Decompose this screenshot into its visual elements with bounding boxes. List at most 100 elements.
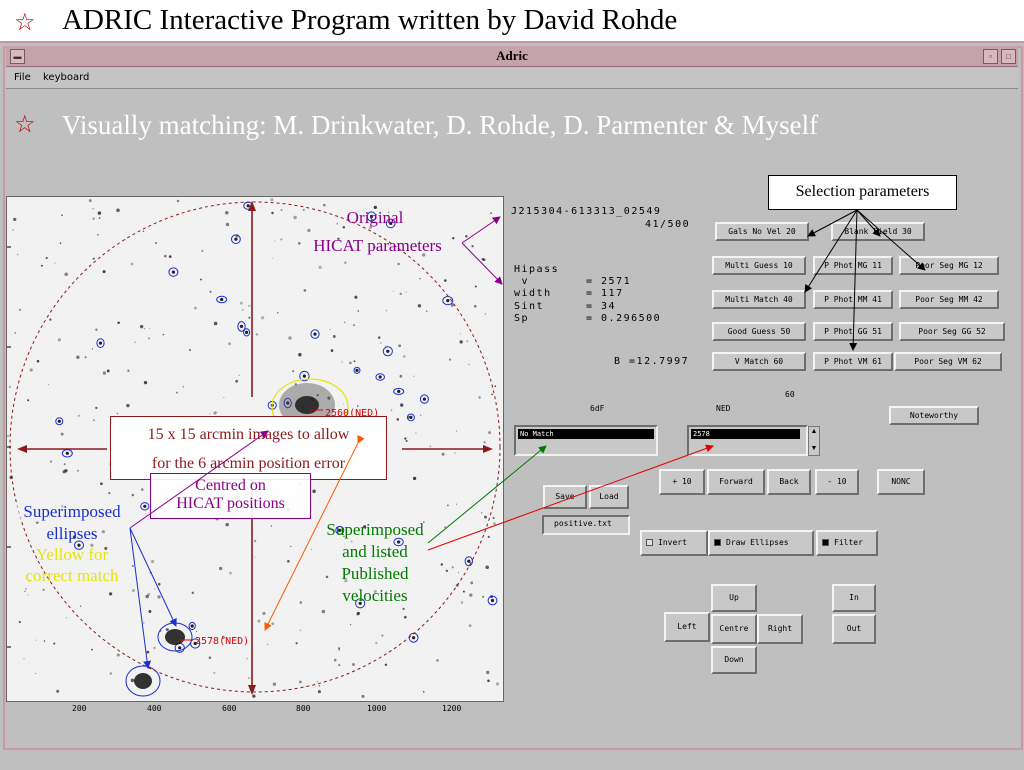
star-dot bbox=[459, 333, 461, 335]
poor-seg-mm-42-button[interactable]: Poor Seg MM 42 bbox=[899, 290, 999, 309]
star-dot bbox=[59, 242, 62, 245]
star-dot bbox=[417, 304, 422, 308]
plus-10-button[interactable]: + 10 bbox=[659, 469, 705, 495]
star-dot bbox=[429, 445, 432, 448]
centre-button[interactable]: Centre bbox=[711, 614, 757, 644]
p-phot-vm-61-button[interactable]: P Phot VM 61 bbox=[813, 352, 893, 371]
star-dot bbox=[419, 414, 422, 417]
star-dot bbox=[209, 290, 212, 293]
star-dot bbox=[342, 226, 346, 229]
filename-field[interactable]: positive.txt bbox=[542, 515, 630, 535]
scroll-up-icon[interactable]: ▲ bbox=[810, 428, 818, 435]
p-phot-mg-11-button[interactable]: P Phot MG 11 bbox=[813, 256, 893, 275]
good-guess-50-button[interactable]: Good Guess 50 bbox=[712, 322, 806, 341]
blank-field-30-button[interactable]: Blank Field 30 bbox=[831, 222, 925, 241]
save-button[interactable]: Save bbox=[543, 485, 587, 509]
star-dot bbox=[423, 521, 425, 523]
poor-seg-mg-12-button[interactable]: Poor Seg MG 12 bbox=[899, 256, 999, 275]
star-dot bbox=[155, 242, 158, 244]
star-dot bbox=[76, 355, 80, 359]
draw-ellipses-toggle[interactable]: Draw Ellipses bbox=[708, 530, 814, 556]
scroll-down-icon[interactable]: ▼ bbox=[810, 445, 818, 452]
v-match-60-button[interactable]: V Match 60 bbox=[712, 352, 806, 371]
star-dot bbox=[349, 361, 352, 365]
noteworthy-button[interactable]: Noteworthy bbox=[889, 406, 979, 425]
star-dot bbox=[79, 605, 82, 607]
p-phot-gg-51-button[interactable]: P Phot GG 51 bbox=[813, 322, 893, 341]
star-dot bbox=[399, 292, 403, 296]
invert-toggle[interactable]: Invert bbox=[640, 530, 708, 556]
ned-list[interactable]: 2578 bbox=[687, 425, 808, 456]
poor-seg-vm-62-button[interactable]: Poor Seg VM 62 bbox=[894, 352, 1002, 371]
sixdf-selected-item[interactable]: No Match bbox=[518, 429, 654, 439]
star-dot bbox=[49, 318, 52, 321]
catalog-source bbox=[234, 237, 238, 241]
pan-down-button[interactable]: Down bbox=[711, 646, 757, 674]
star-dot bbox=[448, 358, 452, 361]
source-ellipse bbox=[310, 329, 320, 339]
filter-toggle[interactable]: Filter bbox=[816, 530, 878, 556]
back-button[interactable]: Back bbox=[767, 469, 811, 495]
star-dot bbox=[385, 345, 387, 347]
star-dot bbox=[146, 650, 150, 654]
minus-10-button[interactable]: - 10 bbox=[815, 469, 859, 495]
menu-keyboard[interactable]: keyboard bbox=[43, 72, 90, 83]
star-dot bbox=[191, 591, 195, 595]
poor-seg-gg-52-button[interactable]: Poor Seg GG 52 bbox=[899, 322, 1005, 341]
star-dot bbox=[35, 672, 37, 674]
load-button[interactable]: Load bbox=[589, 485, 629, 509]
star-dot bbox=[318, 265, 322, 269]
nonc-button[interactable]: NONC bbox=[877, 469, 925, 495]
star-dot bbox=[131, 493, 135, 497]
maximize-icon[interactable]: □ bbox=[1001, 49, 1016, 64]
invert-checkbox-icon[interactable] bbox=[646, 539, 653, 546]
star-dot bbox=[213, 321, 218, 326]
star-dot bbox=[474, 285, 477, 288]
window-menu-icon[interactable]: ▬ bbox=[10, 49, 25, 64]
ned-scrollbar[interactable]: ▲ ▼ bbox=[808, 426, 820, 456]
star-dot bbox=[452, 237, 455, 240]
pan-left-button[interactable]: Left bbox=[664, 612, 710, 642]
multi-guess-10-button[interactable]: Multi Guess 10 bbox=[712, 256, 806, 275]
star-dot bbox=[422, 690, 425, 693]
menu-file[interactable]: File bbox=[14, 72, 31, 83]
pan-up-button[interactable]: Up bbox=[711, 584, 757, 612]
star-dot bbox=[209, 413, 211, 415]
zoom-out-button[interactable]: Out bbox=[832, 614, 876, 644]
gals-no-vel-20-button[interactable]: Gals No Vel 20 bbox=[715, 222, 809, 241]
minimize-icon[interactable]: ▫ bbox=[983, 49, 998, 64]
catalog-source bbox=[77, 543, 81, 547]
star-dot bbox=[77, 414, 81, 417]
param-key-width: width bbox=[514, 288, 552, 299]
star-dot bbox=[412, 476, 417, 481]
star-dot bbox=[462, 590, 465, 593]
zoom-in-button[interactable]: In bbox=[832, 584, 876, 612]
catalog-source bbox=[239, 324, 244, 328]
sixdf-list[interactable]: No Match bbox=[514, 425, 658, 456]
star-dot bbox=[489, 212, 493, 215]
star-dot bbox=[149, 327, 151, 330]
star-dot bbox=[168, 255, 172, 258]
star-dot bbox=[272, 682, 277, 686]
star-dot bbox=[287, 559, 290, 563]
multi-match-40-button[interactable]: Multi Match 40 bbox=[712, 290, 806, 309]
draw-ellipses-checkbox-icon[interactable] bbox=[714, 539, 721, 546]
ned-selected-item[interactable]: 2578 bbox=[691, 429, 800, 439]
forward-button[interactable]: Forward bbox=[707, 469, 765, 495]
star-dot bbox=[294, 383, 297, 386]
star-dot bbox=[293, 215, 297, 220]
star-dot bbox=[444, 279, 447, 282]
pan-right-button[interactable]: Right bbox=[757, 614, 803, 644]
star-dot bbox=[481, 512, 483, 514]
star-dot bbox=[92, 257, 95, 260]
window-titlebar[interactable]: ▬ Adric ▫ □ bbox=[6, 46, 1018, 67]
p-phot-mm-41-button[interactable]: P Phot MM 41 bbox=[813, 290, 893, 309]
star-dot bbox=[484, 515, 487, 519]
filter-checkbox-icon[interactable] bbox=[822, 539, 829, 546]
star-dot bbox=[106, 369, 110, 373]
star-dot bbox=[373, 205, 377, 210]
source-ellipse bbox=[283, 397, 292, 409]
star-dot bbox=[441, 452, 445, 456]
source-ellipse bbox=[385, 218, 396, 229]
source-ellipse bbox=[299, 370, 310, 382]
